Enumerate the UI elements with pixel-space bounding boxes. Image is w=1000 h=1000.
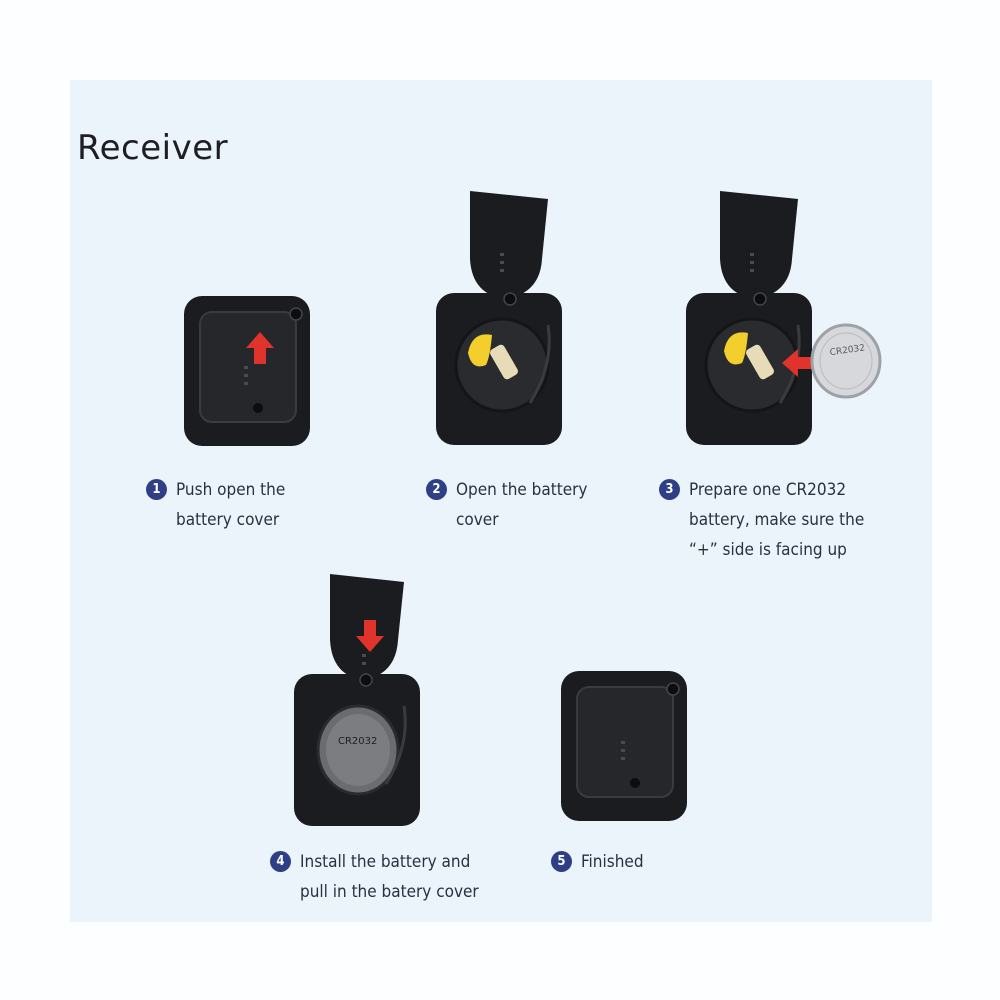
step-number-badge: 2	[426, 479, 447, 500]
battery-label: CR2032	[829, 343, 865, 358]
battery-cover-flap	[470, 191, 548, 299]
step-number-badge: 3	[659, 479, 680, 500]
coin-battery	[810, 323, 882, 399]
arrow-up-icon	[246, 332, 274, 364]
step-1-caption: 1 Push open the battery cover	[146, 475, 285, 535]
battery-cover-flap	[720, 191, 798, 299]
step-4-caption: 4 Install the battery and pull in the ba…	[270, 847, 479, 907]
step-number-badge: 4	[270, 851, 291, 872]
step-number-badge: 5	[551, 851, 572, 872]
step-text: Finished	[581, 852, 644, 872]
step-5-caption: 5 Finished	[551, 847, 644, 877]
step-text: Open the battery cover	[456, 480, 588, 530]
step-2-caption: 2 Open the battery cover	[426, 475, 587, 535]
step-2-illustration	[436, 191, 562, 445]
step-text: Install the battery and pull in the bate…	[300, 852, 479, 902]
step-1-illustration	[184, 296, 310, 446]
battery-clip	[724, 332, 748, 365]
step-3-illustration: CR2032	[686, 191, 882, 445]
step-text: Push open the battery cover	[176, 480, 286, 530]
arrow-left-icon	[782, 349, 812, 377]
battery-clip	[468, 334, 492, 367]
battery-label: CR2032	[338, 736, 377, 747]
arrow-down-icon	[356, 620, 384, 652]
step-text: Prepare one CR2032 battery, make sure th…	[689, 480, 865, 560]
step-3-caption: 3 Prepare one CR2032 battery, make sure …	[659, 475, 864, 565]
page-title: Receiver	[77, 128, 229, 168]
step-number-badge: 1	[146, 479, 167, 500]
step-4-illustration: CR2032	[294, 574, 420, 826]
step-5-illustration	[561, 671, 687, 821]
